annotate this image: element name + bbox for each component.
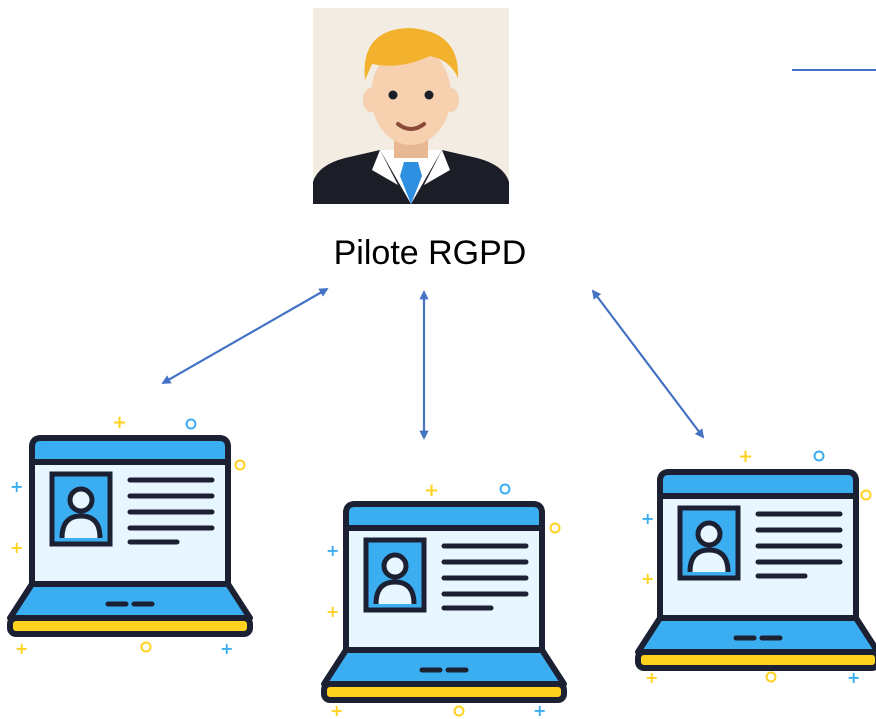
svg-text:+: + xyxy=(10,538,23,557)
svg-text:+: + xyxy=(533,701,546,719)
svg-text:+: + xyxy=(738,446,753,467)
arrow-to-left-laptop xyxy=(161,288,329,384)
arrow-to-right-laptop xyxy=(591,289,705,439)
central-node-label: Pilote RGPD xyxy=(334,234,527,272)
svg-text:+: + xyxy=(645,668,658,687)
svg-text:+: + xyxy=(326,541,339,560)
business-person-avatar-icon xyxy=(313,8,509,204)
svg-text:+: + xyxy=(641,569,654,588)
svg-text:+: + xyxy=(15,639,28,658)
laptop-profile-icon: + + + + + xyxy=(638,446,876,687)
svg-text:+: + xyxy=(220,639,233,658)
svg-text:+: + xyxy=(847,668,860,687)
svg-text:+: + xyxy=(330,701,343,719)
svg-text:+: + xyxy=(326,602,339,621)
laptop-profile-icon: + + + + + xyxy=(10,412,250,658)
svg-text:+: + xyxy=(112,412,127,433)
laptop-profile-icon: + + + + + xyxy=(324,480,564,719)
svg-text:+: + xyxy=(641,509,654,528)
svg-text:+: + xyxy=(424,480,439,501)
svg-text:+: + xyxy=(10,477,23,496)
